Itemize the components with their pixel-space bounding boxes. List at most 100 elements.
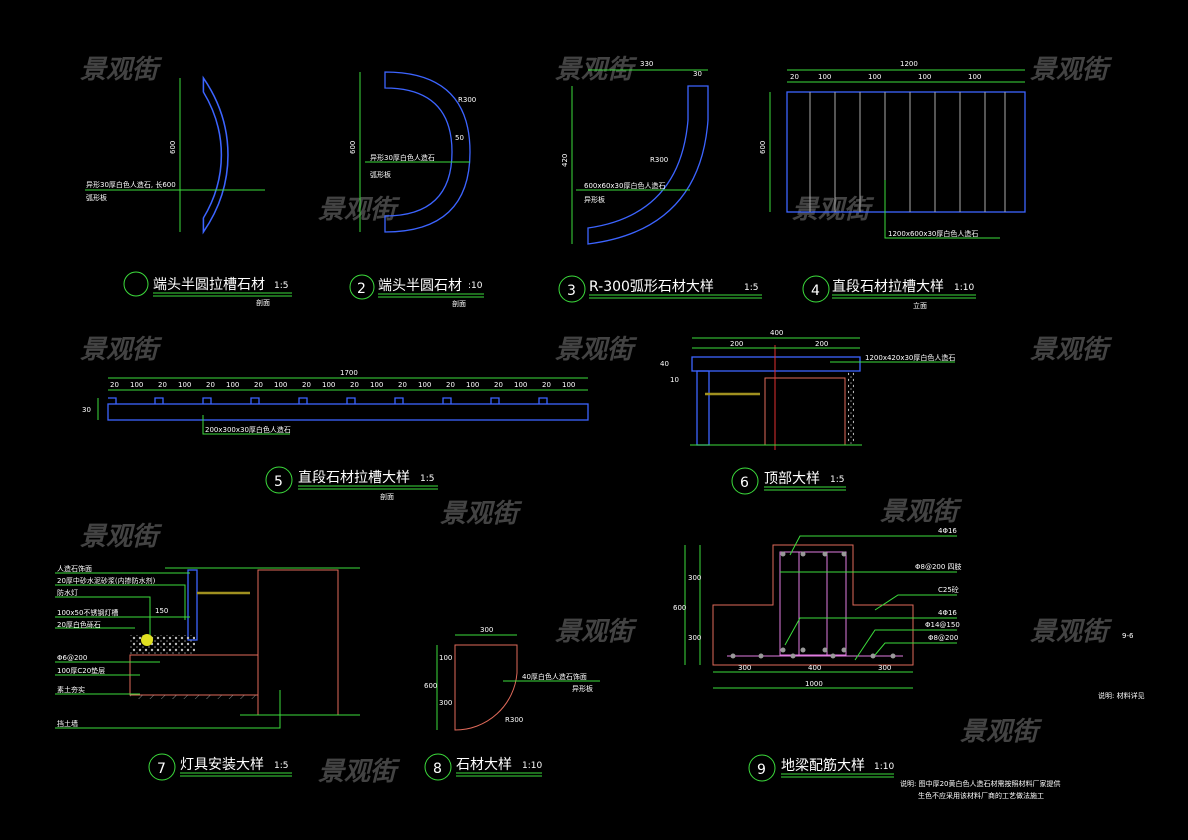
svg-text:弧形板: 弧形板 (370, 170, 391, 179)
svg-text:Φ14@150: Φ14@150 (925, 621, 960, 629)
svg-text:100: 100 (968, 73, 981, 81)
detail-8-drawing: 300 600 100 300 40厚白色人造石饰面 异形板 R300 (424, 626, 600, 731)
svg-text:R-300弧形石材大样: R-300弧形石材大样 (589, 279, 714, 295)
svg-text:景观街: 景观街 (440, 499, 523, 529)
svg-text:100厚C20垫层: 100厚C20垫层 (57, 666, 105, 675)
svg-text:1200: 1200 (900, 60, 918, 68)
detail-title-1: 端头半圆拉槽石材 1:5 剖面 (123, 271, 292, 307)
svg-text:20: 20 (398, 381, 407, 389)
svg-text:100: 100 (130, 381, 143, 389)
svg-text:30: 30 (693, 70, 702, 78)
detail-title-8: 8 石材大样 1:10 (424, 753, 542, 781)
svg-text:R300: R300 (650, 156, 668, 164)
svg-text:5: 5 (274, 474, 283, 490)
svg-text:景观街: 景观街 (1030, 617, 1113, 647)
svg-text:1:10: 1:10 (954, 283, 974, 293)
svg-text:100: 100 (514, 381, 527, 389)
svg-text:300: 300 (688, 634, 701, 642)
svg-text:石材大样: 石材大样 (456, 757, 512, 773)
detail-2-drawing: 异形30厚白色人造石 弧形板 600 R300 50 (349, 71, 476, 233)
svg-text:600: 600 (169, 141, 177, 154)
svg-text:4: 4 (811, 283, 820, 299)
svg-text:7: 7 (157, 761, 166, 777)
svg-text:300: 300 (439, 699, 452, 707)
svg-text:100: 100 (322, 381, 335, 389)
svg-text:20: 20 (158, 381, 167, 389)
svg-text:8: 8 (433, 761, 442, 777)
detail-9-drawing: 4Φ16 Φ8@200 四肢 C25砼 4Φ16 Φ14@150 Φ8@200 … (673, 527, 1145, 700)
svg-text:剖面: 剖面 (380, 492, 394, 501)
svg-text:端头半圆石材: 端头半圆石材 (378, 278, 462, 294)
svg-text:20: 20 (110, 381, 119, 389)
svg-text:330: 330 (640, 60, 653, 68)
svg-text:景观街: 景观街 (880, 497, 963, 527)
svg-text:景观街: 景观街 (318, 757, 401, 787)
svg-text:素土夯实: 素土夯实 (57, 685, 85, 694)
svg-text:9: 9 (757, 762, 766, 778)
svg-text:1200x420x30厚白色人造石: 1200x420x30厚白色人造石 (865, 353, 955, 362)
svg-text:剖面: 剖面 (256, 298, 270, 307)
svg-text:1:10: 1:10 (522, 761, 542, 771)
svg-text:景观街: 景观街 (792, 195, 875, 225)
svg-text:100x50不锈钢灯槽: 100x50不锈钢灯槽 (57, 608, 118, 617)
svg-text:景观街: 景观街 (1030, 55, 1113, 85)
svg-text:景观街: 景观街 (80, 335, 163, 365)
svg-text:异形板: 异形板 (584, 195, 605, 204)
svg-text:端头半圆拉槽石材: 端头半圆拉槽石材 (153, 277, 265, 293)
svg-text:1:5: 1:5 (274, 281, 288, 291)
svg-text:600: 600 (424, 682, 437, 690)
svg-text:600: 600 (673, 604, 686, 612)
svg-text:R300: R300 (458, 96, 476, 104)
svg-text:1:5: 1:5 (274, 761, 288, 771)
detail-5-drawing: 1700 20 100 20 100 20 100 20 100 20 100 20 100… (82, 369, 589, 435)
svg-text:150: 150 (155, 607, 168, 615)
svg-text:100: 100 (226, 381, 239, 389)
svg-text:600: 600 (759, 141, 767, 154)
svg-text:异形30厚白色人造石, 长600: 异形30厚白色人造石, 长600 (86, 180, 176, 189)
svg-text:10: 10 (670, 376, 679, 384)
svg-text:100: 100 (439, 654, 452, 662)
svg-text:顶部大样: 顶部大样 (764, 471, 820, 487)
svg-text:灯具安装大样: 灯具安装大样 (180, 757, 264, 773)
svg-text:异形板: 异形板 (572, 684, 593, 693)
svg-text:景观街: 景观街 (80, 522, 163, 552)
svg-text:20: 20 (254, 381, 263, 389)
svg-text:100: 100 (818, 73, 831, 81)
svg-text:100: 100 (466, 381, 479, 389)
svg-text:景观街: 景观街 (555, 617, 638, 647)
svg-text:景观街: 景观街 (555, 335, 638, 365)
svg-text:景观街: 景观街 (960, 717, 1043, 747)
svg-text:直段石材拉槽大样: 直段石材拉槽大样 (298, 469, 410, 486)
svg-text:1700: 1700 (340, 369, 358, 377)
svg-text:弧形板: 弧形板 (86, 193, 107, 202)
svg-text:20: 20 (350, 381, 359, 389)
detail-3-drawing: 330 30 420 600x60x30厚白色人造石 异形板 R300 (561, 60, 709, 245)
svg-text:地梁配筋大样: 地梁配筋大样 (781, 757, 865, 774)
svg-text:100: 100 (178, 381, 191, 389)
svg-text:300: 300 (878, 664, 891, 672)
svg-text::10: :10 (468, 281, 483, 291)
svg-text:1:5: 1:5 (420, 474, 434, 484)
svg-text:3: 3 (567, 283, 576, 299)
detail-title-7: 7 灯具安装大样 1:5 (148, 753, 292, 781)
svg-text:2: 2 (357, 281, 366, 297)
svg-text:50: 50 (455, 134, 464, 142)
svg-text:景观街: 景观街 (1030, 335, 1113, 365)
detail-title-3: 3 R-300弧形石材大样 1:5 (558, 275, 762, 303)
svg-text:1:5: 1:5 (744, 283, 758, 293)
svg-text:200x300x30厚白色人造石: 200x300x30厚白色人造石 (205, 425, 291, 434)
svg-text:20: 20 (446, 381, 455, 389)
svg-text:立面: 立面 (913, 301, 927, 310)
svg-text:100: 100 (868, 73, 881, 81)
svg-text:100: 100 (562, 381, 575, 389)
svg-text:20: 20 (494, 381, 503, 389)
svg-text:40: 40 (660, 360, 669, 368)
svg-text:防水灯: 防水灯 (57, 588, 78, 597)
svg-text:20厚中砂水泥砂浆(内掺防水剂): 20厚中砂水泥砂浆(内掺防水剂) (57, 576, 156, 585)
svg-text:人造石饰面: 人造石饰面 (57, 564, 92, 573)
svg-text:30: 30 (82, 406, 91, 414)
